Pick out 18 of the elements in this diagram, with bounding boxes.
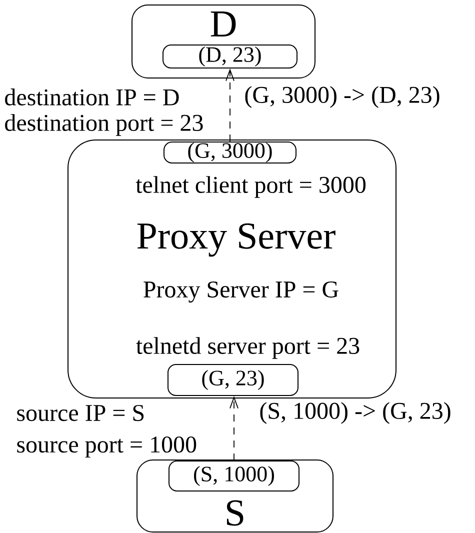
note-label: destination IP = D xyxy=(5,88,179,106)
edge-label: (S, 1000) -> (G, 23) xyxy=(258,401,452,425)
host-label: telnetd server port = 23 xyxy=(136,337,360,359)
arrow xyxy=(230,396,238,461)
note-label: source IP = S xyxy=(17,404,144,422)
port-box: (D, 23) xyxy=(162,44,298,68)
note-label: destination port = 23 xyxy=(5,114,203,136)
host-name: Proxy Server xyxy=(137,223,336,257)
host-label: Proxy Server IP = G xyxy=(144,281,338,303)
host-name: S xyxy=(226,500,244,526)
port-box: (G, 23) xyxy=(168,364,298,396)
host-label: telnet client port = 3000 xyxy=(136,176,366,198)
host-name: D xyxy=(210,12,236,36)
port-box: (S, 1000) xyxy=(168,460,300,492)
edge-label: (G, 3000) -> (D, 23) xyxy=(243,85,442,109)
port-box: (G, 3000) xyxy=(164,142,296,164)
note-label: source port = 1000 xyxy=(17,436,196,458)
arrow xyxy=(226,68,234,142)
